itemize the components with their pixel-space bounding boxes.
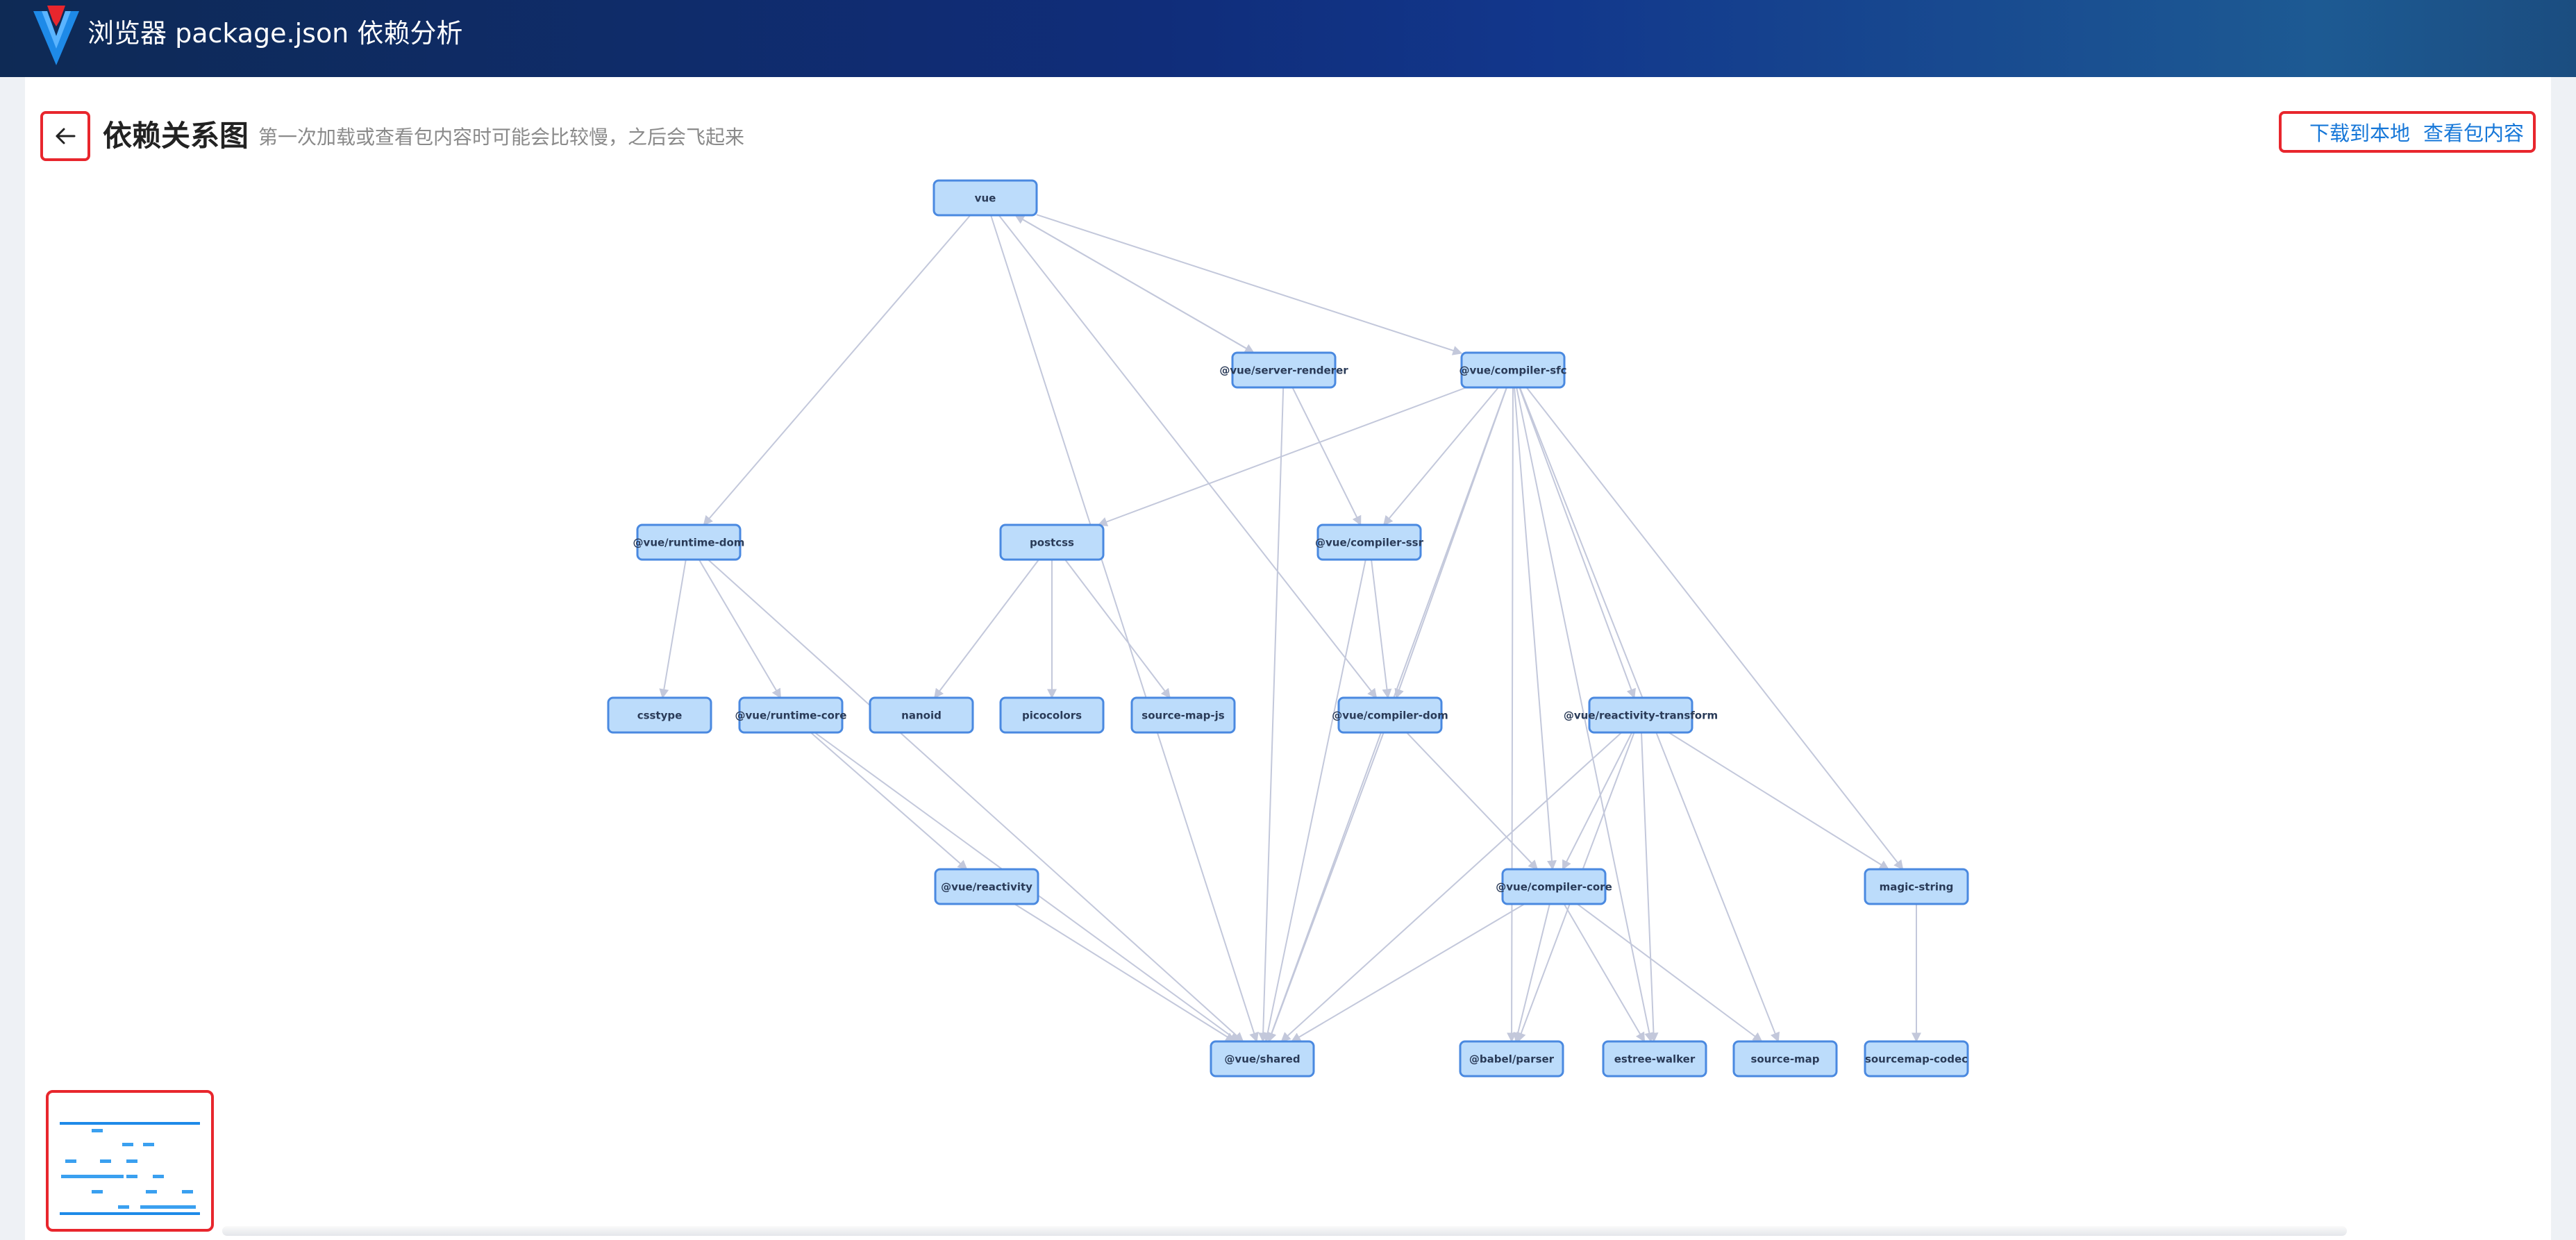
node-box [1460, 351, 1566, 389]
node-vue-reactivity[interactable]: @vue/reactivity [934, 868, 1039, 905]
node-label: estree-walker [1614, 1053, 1696, 1066]
node-box [1588, 696, 1693, 734]
node-box [1210, 1040, 1315, 1078]
node-source-map-js[interactable]: source-map-js [1130, 696, 1236, 734]
node-box [999, 523, 1105, 561]
node-label: picocolors [1022, 710, 1082, 722]
node-vue-server-renderer[interactable]: @vue/server-renderer [1219, 351, 1348, 389]
node-label: @vue/reactivity [941, 881, 1032, 894]
node-label: source-map-js [1141, 710, 1224, 722]
node-label: @babel/parser [1469, 1053, 1555, 1066]
node-csstype[interactable]: csstype [607, 696, 712, 734]
minimap-preview [60, 1122, 200, 1215]
node-estree-walker[interactable]: estree-walker [1602, 1040, 1707, 1078]
view-package-content-link[interactable]: 查看包内容 [2423, 122, 2525, 145]
download-local-link[interactable]: 下载到本地 [2309, 122, 2411, 145]
node-postcss[interactable]: postcss [999, 523, 1105, 561]
node-box [1337, 696, 1443, 734]
node-box [1501, 868, 1607, 905]
node-vue-shared[interactable]: @vue/shared [1210, 1040, 1315, 1078]
node-babel-parser[interactable]: @babel/parser [1459, 1040, 1564, 1078]
node-label: @vue/compiler-ssr [1315, 537, 1424, 549]
node-box [932, 179, 1038, 217]
node-source-map[interactable]: source-map [1732, 1040, 1838, 1078]
page-subtitle: 第一次加载或查看包内容时可能会比较慢，之后会飞起来 [258, 126, 745, 149]
node-picocolors[interactable]: picocolors [999, 696, 1105, 734]
node-magic-string[interactable]: magic-string [1864, 868, 1969, 905]
node-nanoid[interactable]: nanoid [869, 696, 974, 734]
node-vue-runtime-dom[interactable]: @vue/runtime-dom [633, 523, 745, 561]
page-title: 依赖关系图 [103, 119, 249, 153]
node-vue-runtime-core[interactable]: @vue/runtime-core [735, 696, 847, 734]
node-box [1231, 351, 1337, 389]
node-sourcemap-codec[interactable]: sourcemap-codec [1864, 1040, 1969, 1078]
node-box [1864, 868, 1969, 905]
vite-v-logo-icon[interactable] [32, 6, 81, 67]
node-box [1316, 523, 1422, 561]
node-vue-compiler-sfc[interactable]: @vue/compiler-sfc [1459, 351, 1567, 389]
node-box [636, 523, 742, 561]
node-box [934, 868, 1039, 905]
action-group: 下载到本地 查看包内容 [2279, 111, 2536, 153]
node-label: @vue/runtime-core [735, 710, 847, 722]
node-label: @vue/runtime-dom [633, 537, 745, 549]
node-box [1864, 1040, 1969, 1078]
node-box [1602, 1040, 1707, 1078]
node-box [1130, 696, 1236, 734]
node-label: vue [975, 192, 996, 205]
node-label: @vue/compiler-core [1496, 881, 1612, 894]
graph-minimap[interactable] [46, 1090, 214, 1232]
node-box [1459, 1040, 1564, 1078]
node-box [869, 696, 974, 734]
node-label: source-map [1750, 1053, 1819, 1066]
node-box [607, 696, 712, 734]
node-vue[interactable]: vue [932, 179, 1038, 217]
back-button[interactable] [40, 111, 90, 161]
node-label: @vue/compiler-sfc [1459, 365, 1566, 377]
node-label: sourcemap-codec [1865, 1053, 1968, 1066]
arrow-left-icon [56, 128, 76, 144]
app-header: 浏览器 package.json 依赖分析 [0, 0, 2576, 77]
node-label: @vue/compiler-dom [1332, 710, 1448, 722]
node-label: postcss [1030, 537, 1074, 549]
horizontal-scrollbar[interactable] [222, 1226, 2347, 1236]
node-label: nanoid [901, 710, 942, 722]
node-vue-reactivity-transform[interactable]: @vue/reactivity-transform [1564, 696, 1718, 734]
node-label: magic-string [1880, 881, 1954, 894]
node-vue-compiler-core[interactable]: @vue/compiler-core [1496, 868, 1612, 905]
node-label: @vue/shared [1224, 1053, 1300, 1066]
node-box [1732, 1040, 1838, 1078]
node-vue-compiler-dom[interactable]: @vue/compiler-dom [1332, 696, 1448, 734]
node-box [999, 696, 1105, 734]
app-title: 浏览器 package.json 依赖分析 [87, 18, 463, 49]
node-label: csstype [637, 710, 683, 722]
node-label: @vue/reactivity-transform [1564, 710, 1718, 722]
node-box [738, 696, 844, 734]
node-vue-compiler-ssr[interactable]: @vue/compiler-ssr [1315, 523, 1424, 561]
node-label: @vue/server-renderer [1219, 365, 1348, 377]
